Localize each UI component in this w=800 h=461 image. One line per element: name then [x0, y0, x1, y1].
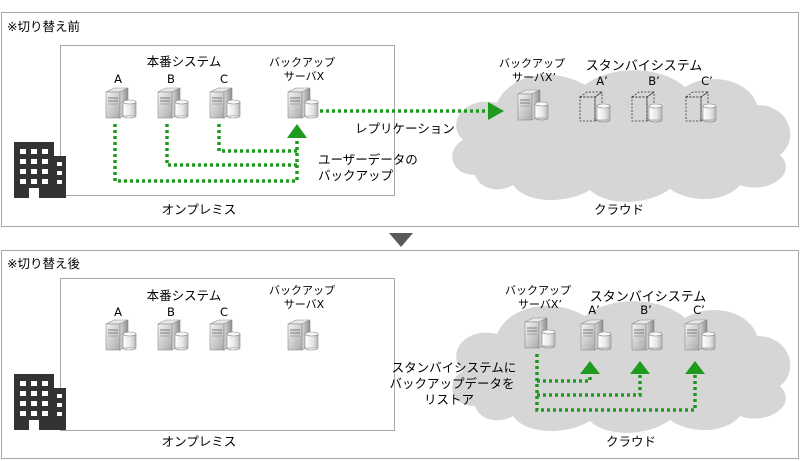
server-label-a: A — [114, 72, 122, 86]
cloud-backup-label-line2: サーバX’ — [512, 71, 556, 84]
standby-label-a: A’ — [596, 74, 608, 88]
after-panel: ※切り替え後 本番システム A B C バックアップ サーバX オンプレミス バ… — [1, 250, 799, 459]
onprem-label: オンプレミス — [162, 202, 237, 217]
backup-server-label-line2: サーバX — [284, 298, 325, 311]
cloud-backup-label-line1: バックアップ — [505, 284, 571, 297]
cloud-backup-label-line2: サーバX’ — [518, 298, 562, 311]
prod-system-label: 本番システム — [147, 288, 222, 303]
user-backup-label-line2: バックアップ — [318, 168, 394, 183]
backup-server-label-line2: サーバX — [284, 70, 325, 83]
after-onprem-box — [60, 278, 395, 431]
cloud-label: クラウド — [606, 434, 656, 449]
replication-label: レプリケーション — [355, 121, 455, 136]
replication-arrowhead — [488, 102, 504, 120]
standby-label-b: B’ — [648, 74, 660, 88]
user-backup-lines — [113, 124, 299, 183]
server-label-b: B — [167, 72, 175, 86]
restore-label-line2: バックアップデータを — [389, 376, 514, 391]
server-label-c: C — [220, 72, 228, 86]
restore-arrowhead-c — [685, 361, 705, 374]
before-panel: ※切り替え前 本番システム A B C バックアップ サーバX レプリケーション… — [1, 12, 799, 227]
standby-label-c: C’ — [701, 74, 713, 88]
standby-system-label: スタンバイシステム — [590, 290, 707, 305]
down-arrow-icon — [389, 233, 413, 247]
restore-arrowhead-a — [580, 361, 600, 374]
backup-arrowhead — [287, 124, 307, 138]
before-onprem-box — [60, 45, 395, 196]
cloud-label: クラウド — [594, 202, 644, 217]
standby-system-label: スタンバイシステム — [586, 59, 703, 74]
standby-label-a: A’ — [588, 303, 600, 317]
user-backup-label-line1: ユーザーデータの — [318, 152, 418, 167]
server-label-b: B — [167, 305, 175, 319]
onprem-label: オンプレミス — [162, 434, 237, 449]
restore-arrowhead-b — [630, 361, 650, 374]
prod-system-label: 本番システム — [147, 54, 222, 69]
cloud-backup-label-line1: バックアップ — [499, 57, 565, 70]
backup-server-label-line1: バックアップ — [269, 284, 335, 297]
backup-server-label-line1: バックアップ — [269, 56, 335, 69]
after-panel-title: ※切り替え後 — [7, 256, 80, 271]
server-label-a: A — [114, 305, 122, 319]
standby-label-b: B’ — [640, 303, 652, 317]
restore-lines — [535, 354, 697, 412]
restore-label-line1: スタンバイシステムに — [392, 360, 517, 375]
server-label-c: C — [220, 305, 228, 319]
restore-label-line3: リストア — [424, 392, 474, 407]
standby-label-c: C’ — [693, 303, 705, 317]
before-panel-title: ※切り替え前 — [7, 19, 80, 34]
